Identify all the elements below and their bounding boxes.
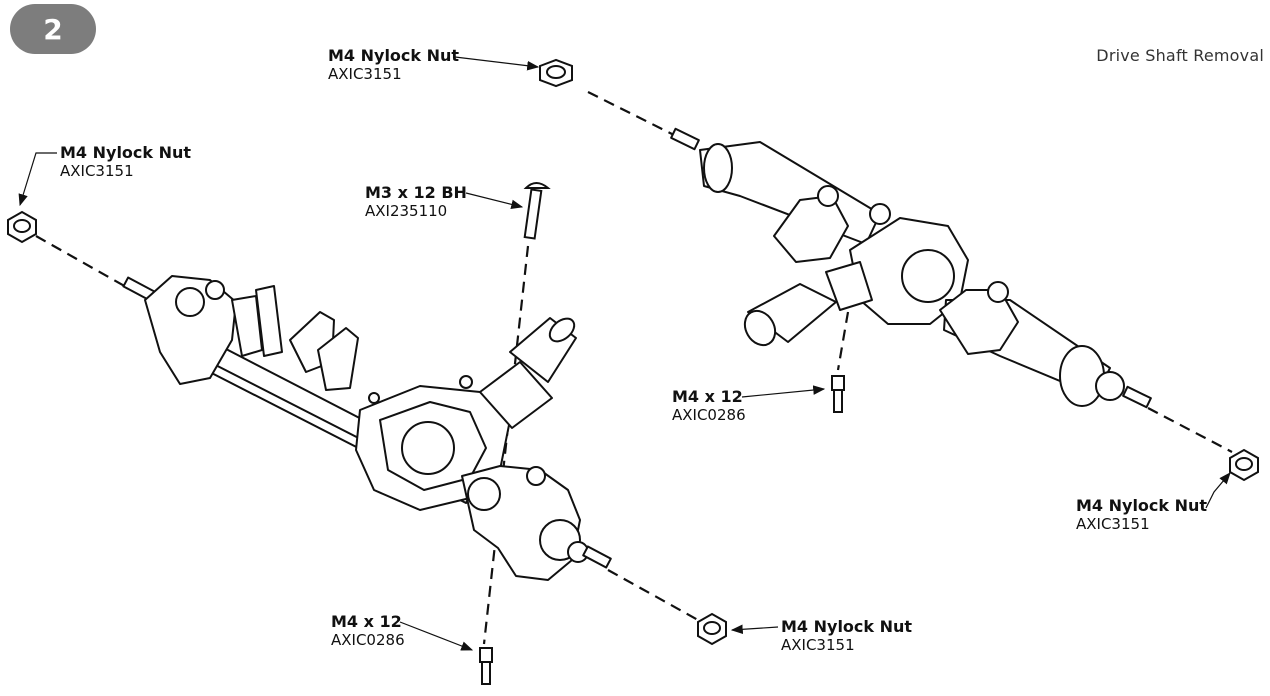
step-number-badge: 2 xyxy=(10,4,96,54)
link-mount xyxy=(231,295,263,357)
leader-line xyxy=(465,192,524,210)
callout-part-number: AXI235110 xyxy=(365,202,448,220)
diff-ring xyxy=(901,249,955,303)
callout-part-number: AXIC3151 xyxy=(328,65,402,83)
cap-screw-bottom xyxy=(479,647,493,685)
callout-name: M4 Nylock Nut xyxy=(781,617,913,636)
leader-line xyxy=(399,621,474,651)
callout-part-number: AXIC0286 xyxy=(672,406,746,424)
diff-cover-ring xyxy=(401,421,455,475)
left-knuckle xyxy=(144,275,237,385)
knuckle-ball xyxy=(175,287,205,317)
callout-name: M3 x 12 BH xyxy=(365,183,467,202)
callout-bottom-screw: M4 x 12 AXIC0286 xyxy=(331,612,405,650)
callout-left-nut: M4 Nylock Nut AXIC3151 xyxy=(60,143,191,181)
callout-part-number: AXIC3151 xyxy=(60,162,134,180)
leader-line xyxy=(454,56,540,71)
callout-name: M4 Nylock Nut xyxy=(1076,496,1208,515)
callout-part-number: AXIC0286 xyxy=(331,631,405,649)
callout-right-nut: M4 Nylock Nut AXIC3151 xyxy=(1076,496,1207,534)
yoke-end xyxy=(548,317,576,343)
mount-cap xyxy=(817,185,839,207)
knuckle-pivot xyxy=(205,280,225,300)
leader-line xyxy=(1205,472,1231,509)
loose-hardware xyxy=(7,58,1259,685)
steering-ball xyxy=(467,477,501,511)
callout-bh-screw: M3 x 12 BH AXI235110 xyxy=(365,183,467,221)
callout-name: M4 x 12 xyxy=(331,612,402,631)
callout-name: M4 Nylock Nut xyxy=(328,46,460,65)
callout-bottom-nut: M4 Nylock Nut AXIC3151 xyxy=(781,617,912,655)
callout-right-screw: M4 x 12 AXIC0286 xyxy=(672,387,746,425)
leader-line xyxy=(730,624,779,635)
threaded-stub xyxy=(670,127,700,151)
bh-screw xyxy=(523,182,551,240)
bolt xyxy=(459,375,473,389)
section-title: Drive Shaft Removal xyxy=(1096,46,1264,65)
pinion-housing xyxy=(479,361,553,429)
rear-axle-assembly xyxy=(670,127,1152,409)
diff-cover xyxy=(379,401,487,491)
link-mount xyxy=(939,289,1019,355)
leader-line xyxy=(18,152,57,207)
mount-cap xyxy=(987,281,1009,303)
upper-link-mount xyxy=(317,327,359,391)
leader-lines xyxy=(18,56,1231,651)
callout-name: M4 Nylock Nut xyxy=(60,143,192,162)
front-axle-assembly xyxy=(122,275,612,581)
callout-part-number: AXIC3151 xyxy=(781,636,855,654)
splined-yoke xyxy=(743,309,777,347)
hex-hub xyxy=(1095,371,1125,401)
threaded-stub xyxy=(582,545,612,569)
callout-name: M4 x 12 xyxy=(672,387,743,406)
callout-top-center-nut: M4 Nylock Nut AXIC3151 xyxy=(328,46,459,84)
axle-bearing-end xyxy=(703,143,733,193)
nylock-nut-right xyxy=(1229,448,1259,482)
cap-screw-right xyxy=(831,375,845,413)
link-mount xyxy=(255,285,283,357)
threaded-stub xyxy=(1122,385,1152,409)
knuckle-pivot xyxy=(526,466,546,486)
leader-line xyxy=(741,385,826,398)
link-mount xyxy=(773,195,849,263)
nylock-nut-left xyxy=(7,210,37,244)
bolt xyxy=(368,392,380,404)
nylock-nut-top xyxy=(539,58,573,88)
axle-bearing-end xyxy=(1059,345,1105,407)
mount-cap xyxy=(869,203,891,225)
nylock-nut-bottom xyxy=(697,612,727,646)
pinion-housing xyxy=(825,261,873,311)
callout-part-number: AXIC3151 xyxy=(1076,515,1150,533)
